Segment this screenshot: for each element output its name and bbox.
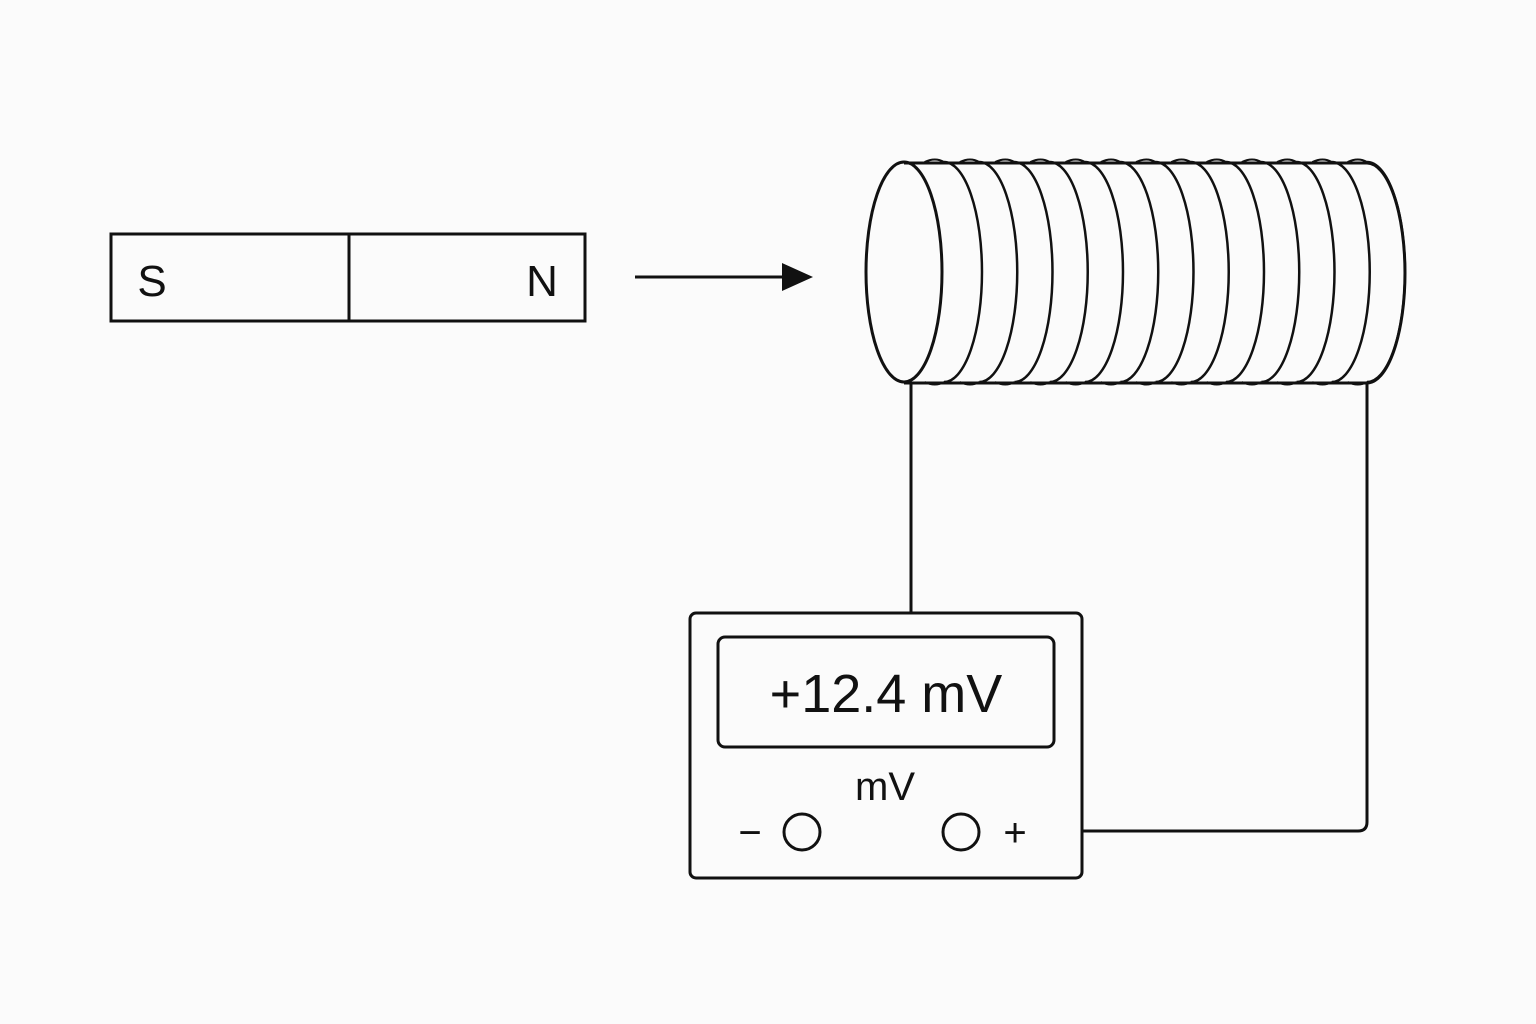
negative-terminal	[782, 812, 822, 852]
meter-unit-label: mV	[855, 765, 915, 809]
coil-winding-bottom-bump	[1170, 381, 1192, 386]
negative-terminal-label: −	[738, 811, 761, 855]
coil-winding-bottom-bump	[1065, 381, 1086, 386]
coil-winding-top-bump	[1276, 158, 1297, 163]
coil-winding-bottom-bump	[994, 381, 1015, 386]
motion-arrow	[635, 263, 813, 291]
positive-terminal-label: +	[1003, 811, 1026, 855]
south-pole-label: S	[137, 257, 166, 306]
coil-winding-bottom-bump	[924, 381, 945, 386]
coil-winding-top-bump	[1206, 158, 1227, 163]
coil-winding-top-bump	[1029, 158, 1051, 163]
coil-winding	[1366, 160, 1407, 384]
coil-windings	[924, 158, 1407, 386]
coil-winding-top-bump	[924, 158, 945, 163]
coil-winding-bottom-bump	[959, 381, 980, 386]
coil-winding	[1014, 160, 1054, 384]
coil-winding-bottom-bump	[1347, 381, 1368, 386]
coil-winding-top-bump	[1100, 158, 1121, 163]
coil-winding-top-bump	[1241, 158, 1262, 163]
coil-winding	[1225, 160, 1266, 384]
coil-winding	[979, 160, 1019, 384]
coil-winding	[943, 160, 984, 384]
coil-winding	[1261, 160, 1301, 384]
coil-winding	[1120, 160, 1160, 384]
north-pole-label: N	[526, 257, 558, 306]
coil-winding	[1155, 160, 1195, 384]
solenoid-coil	[864, 158, 1407, 386]
coil-winding-bottom-bump	[1241, 381, 1262, 386]
arrow-head	[782, 263, 813, 291]
coil-winding-top-bump	[1170, 158, 1192, 163]
meter-case	[688, 611, 1084, 880]
coil-front-opening	[864, 160, 944, 384]
meter-display	[716, 635, 1056, 749]
coil-winding-top-bump	[1311, 158, 1333, 163]
coil-winding-top-bump	[994, 158, 1015, 163]
bar-magnet: S N	[109, 232, 587, 323]
coil-winding-bottom-bump	[1311, 381, 1333, 386]
coil-winding	[1084, 160, 1125, 384]
meter-reading: +12.4 mV	[770, 664, 1003, 724]
coil-winding-top-bump	[959, 158, 980, 163]
coil-winding-bottom-bump	[1276, 381, 1297, 386]
coil-winding	[1296, 160, 1336, 384]
positive-terminal	[941, 812, 981, 852]
coil-winding	[1049, 160, 1089, 384]
coil-winding	[1331, 160, 1371, 384]
coil-winding-bottom-bump	[1135, 381, 1156, 386]
coil-winding	[1190, 160, 1230, 384]
circuit-wires	[909, 383, 1369, 833]
coil-winding-top-bump	[1347, 158, 1368, 163]
coil-winding-bottom-bump	[1029, 381, 1051, 386]
coil-winding-top-bump	[1135, 158, 1156, 163]
coil-winding-top-bump	[1065, 158, 1086, 163]
coil-winding-bottom-bump	[1206, 381, 1227, 386]
coil-winding-bottom-bump	[1100, 381, 1121, 386]
millivoltmeter: +12.4 mV mV − +	[688, 611, 1084, 880]
wire-to-meter-positive	[1082, 383, 1369, 833]
